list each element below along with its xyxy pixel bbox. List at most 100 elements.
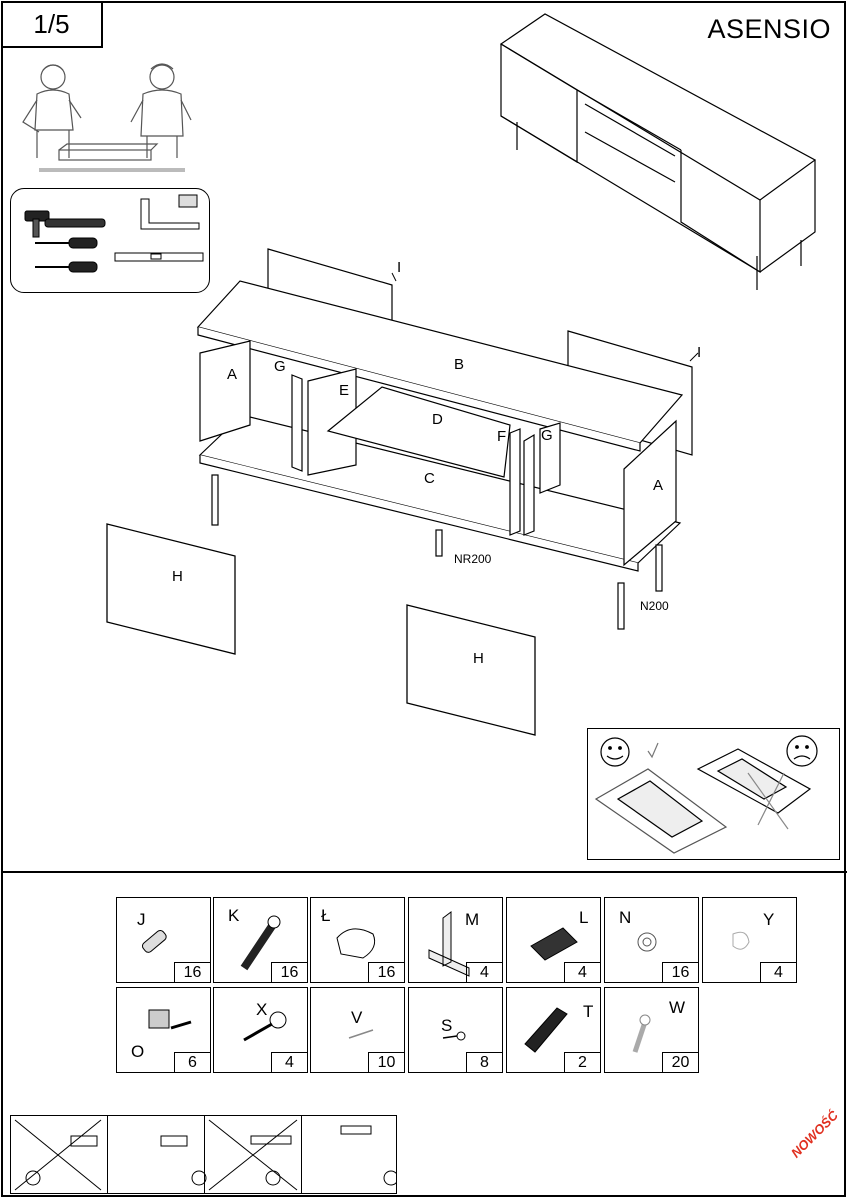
label-H-right: H	[473, 650, 484, 667]
small-screw-icon	[442, 1031, 466, 1041]
leg	[655, 544, 663, 592]
side-panel-A-right	[623, 419, 677, 567]
door-panel-H-right	[406, 604, 536, 736]
leg	[435, 529, 443, 557]
sequence-step-wrong	[11, 1116, 108, 1193]
label-G-right: G	[541, 427, 553, 444]
sequence-step-right	[108, 1116, 205, 1193]
tools-panel	[10, 188, 210, 293]
hardware-item-k: K 16	[213, 897, 308, 983]
partition-G-left	[291, 374, 303, 472]
hardware-letter: W	[669, 998, 686, 1017]
hardware-quantity: 2	[564, 1052, 600, 1072]
screwdriver-icon	[35, 237, 98, 249]
hardware-letter: K	[228, 906, 240, 925]
sad-face-icon	[786, 735, 818, 767]
label-I-top: I	[397, 259, 402, 276]
exploded-assembly-diagram	[196, 248, 699, 630]
hardware-quantity: 16	[271, 962, 307, 982]
pad-icon	[637, 932, 657, 952]
label-H-left: H	[172, 568, 183, 585]
hardware-quantity: 16	[174, 962, 210, 982]
hardware-letter: N	[619, 908, 632, 927]
page-number: 1/5	[2, 2, 103, 48]
hinge-plate-icon	[530, 927, 578, 961]
label-NR200: NR200	[454, 552, 492, 566]
label-B: B	[454, 356, 465, 373]
cam-lock-icon	[336, 928, 376, 959]
hardware-item-j: J 16	[116, 897, 211, 983]
hardware-item-n: N 16	[604, 897, 699, 983]
hardware-quantity: 10	[368, 1052, 404, 1072]
label-E: E	[339, 382, 350, 399]
section-divider	[2, 871, 847, 873]
hardware-quantity: 8	[466, 1052, 502, 1072]
hardware-item-ł: Ł 16	[310, 897, 405, 983]
shelf-support-icon	[148, 1009, 192, 1030]
hardware-letter: T	[583, 1002, 594, 1021]
hardware-quantity: 4	[760, 962, 796, 982]
partition-F	[509, 428, 521, 536]
hardware-item-v: V 10	[310, 987, 405, 1073]
hardware-item-w: W 20	[604, 987, 699, 1073]
bracket-icon	[428, 911, 470, 977]
label-A-left: A	[227, 366, 238, 383]
shelf-D	[326, 386, 511, 478]
hardware-quantity: 16	[368, 962, 404, 982]
hardware-letter: S	[441, 1016, 453, 1035]
hardware-quantity: 6	[174, 1052, 210, 1072]
door-panel-H-left	[106, 523, 236, 655]
hammer-icon	[24, 210, 106, 238]
push-latch-icon	[524, 1007, 568, 1053]
hardware-quantity: 4	[466, 962, 502, 982]
hardware-letter: M	[465, 910, 480, 929]
wood-screw-icon	[632, 1014, 651, 1053]
label-D: D	[432, 411, 443, 428]
screw-washer-icon	[243, 1011, 287, 1042]
screwdriver-icon	[35, 261, 98, 273]
hardware-letter: Y	[763, 910, 775, 929]
hardware-letter: X	[256, 1000, 268, 1019]
assembled-cabinet-illustration	[499, 13, 817, 290]
hardware-letter: J	[137, 910, 146, 929]
sequence-step-wrong	[205, 1116, 302, 1193]
happy-face-icon	[600, 737, 630, 767]
dowel-icon	[141, 929, 167, 953]
hardware-letter: Ł	[321, 906, 331, 925]
leg	[211, 474, 219, 526]
label-C: C	[424, 470, 435, 487]
hardware-letter: L	[579, 908, 589, 927]
soft-surface-hint-panel	[587, 728, 840, 860]
hardware-letter: V	[351, 1008, 363, 1027]
spirit-level-icon	[114, 252, 204, 262]
hardware-quantity: 4	[271, 1052, 307, 1072]
clip-icon	[732, 931, 750, 950]
label-G-left: G	[274, 358, 286, 375]
product-title: ASENSIO	[707, 14, 831, 44]
hardware-quantity: 16	[662, 962, 698, 982]
hardware-quantity: 4	[564, 962, 600, 982]
hardware-quantity: 20	[662, 1052, 698, 1072]
partition-E	[307, 368, 357, 476]
installation-sequence-panel	[10, 1115, 397, 1194]
square-ruler-icon	[140, 194, 200, 230]
side-panel-A-left	[199, 340, 251, 442]
two-workers-illustration	[22, 63, 192, 172]
label-A-right: A	[653, 477, 664, 494]
label-I-right: I	[697, 344, 702, 361]
leg	[617, 582, 625, 630]
label-N200: N200	[640, 599, 669, 613]
cam-bolt-icon	[240, 915, 281, 971]
partition-G-right	[523, 433, 535, 536]
label-F: F	[497, 428, 507, 445]
nail-icon	[348, 1029, 374, 1039]
hardware-letter: O	[131, 1042, 145, 1061]
